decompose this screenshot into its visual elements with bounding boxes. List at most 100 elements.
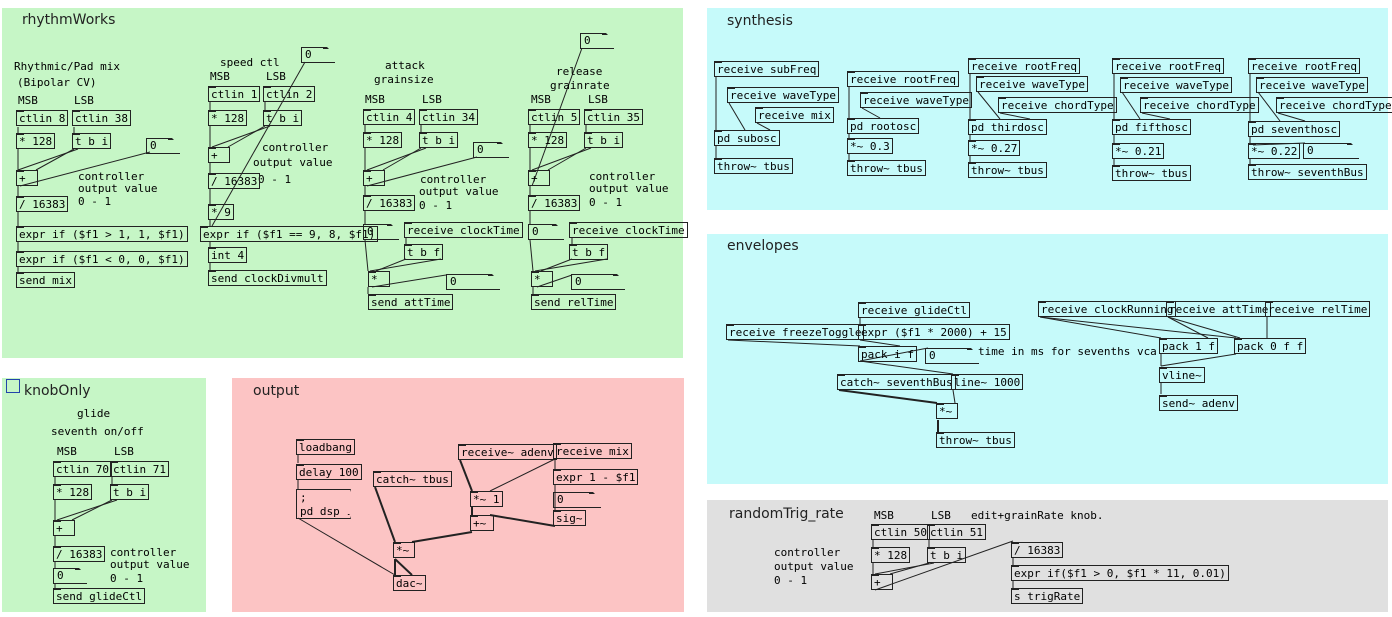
receive-reltime[interactable]: receive relTime	[1265, 301, 1371, 317]
receive-clockrunning[interactable]: receive clockRunning	[1038, 301, 1177, 317]
number-box[interactable]: 0	[571, 274, 625, 290]
pd-subosc[interactable]: pd subosc	[714, 130, 780, 146]
catch-seventhbus[interactable]: catch~ seventhBus	[837, 374, 956, 390]
trigger-bi[interactable]: t b i	[927, 547, 967, 563]
send-trigrate[interactable]: s trigRate	[1011, 588, 1084, 604]
add[interactable]: +	[528, 170, 550, 186]
ctlin-71[interactable]: ctlin 71	[110, 461, 169, 477]
gop-toggle-icon[interactable]	[6, 379, 20, 393]
div-16383[interactable]: / 16383	[363, 195, 416, 211]
receive-wavetype[interactable]: receive waveType	[976, 76, 1088, 92]
throw-tbus[interactable]: throw~ tbus	[847, 160, 926, 176]
div-16383[interactable]: / 16383	[53, 546, 106, 562]
expr-trigrate[interactable]: expr if($f1 > 0, $f1 * 11, 0.01)	[1011, 565, 1229, 581]
trigger-bi[interactable]: t b i	[72, 133, 112, 149]
signal-multiply[interactable]: *~	[936, 403, 958, 419]
trigger-bi[interactable]: t b i	[263, 110, 303, 126]
number-box[interactable]: 0	[925, 348, 979, 364]
line-1000[interactable]: line~ 1000	[951, 374, 1024, 390]
ctlin-51[interactable]: ctlin 51	[927, 524, 986, 540]
multiply[interactable]: *	[531, 271, 553, 287]
message-dsp-on[interactable]: ; pd dsp 1	[296, 489, 351, 519]
loadbang[interactable]: loadbang	[296, 439, 355, 455]
receive-clocktime[interactable]: receive clockTime	[404, 222, 523, 238]
receive-rootfreq[interactable]: receive rootFreq	[1112, 58, 1224, 74]
mul-128[interactable]: * 128	[53, 484, 93, 500]
mul-0-27[interactable]: *~ 0.27	[968, 140, 1021, 156]
add[interactable]: +	[53, 520, 75, 536]
send-glidectl[interactable]: send glideCtl	[53, 588, 146, 604]
signal-mul-1[interactable]: *~ 1	[470, 491, 503, 507]
pack-0ff[interactable]: pack 0 f f	[1234, 338, 1307, 354]
ctlin-38[interactable]: ctlin 38	[72, 110, 131, 126]
trigger-bi[interactable]: t b i	[110, 484, 150, 500]
throw-tbus[interactable]: throw~ tbus	[1112, 165, 1191, 181]
div-16383[interactable]: / 16383	[528, 195, 581, 211]
vline[interactable]: vline~	[1159, 367, 1205, 383]
mul-128[interactable]: * 128	[16, 133, 56, 149]
div-16383[interactable]: / 16383	[208, 173, 261, 189]
ctlin-1[interactable]: ctlin 1	[208, 86, 261, 102]
receive-wavetype[interactable]: receive waveType	[727, 87, 839, 103]
delay-100[interactable]: delay 100	[296, 464, 362, 480]
ctlin-70[interactable]: ctlin 70	[53, 461, 112, 477]
send-reltime[interactable]: send relTime	[531, 294, 617, 310]
send-adenv[interactable]: send~ adenv	[1159, 395, 1238, 411]
int-4[interactable]: int 4	[208, 247, 248, 263]
catch-tbus[interactable]: catch~ tbus	[373, 471, 452, 487]
expr-glide-ms[interactable]: expr ($f1 * 2000) + 15	[858, 324, 1010, 340]
dac[interactable]: dac~	[393, 575, 426, 591]
multiply[interactable]: *	[368, 271, 390, 287]
ctlin-8[interactable]: ctlin 8	[15, 110, 69, 126]
div-16383[interactable]: / 16383	[15, 196, 69, 212]
signal-multiply[interactable]: *~	[393, 542, 415, 558]
pd-seventhosc[interactable]: pd seventhosc	[1248, 121, 1341, 137]
expr-clamp[interactable]: expr if ($f1 == 9, 8, $f1)	[200, 226, 379, 242]
mul-0-21[interactable]: *~ 0.21	[1112, 143, 1165, 159]
throw-tbus[interactable]: throw~ tbus	[968, 162, 1047, 178]
throw-seventhbus[interactable]: throw~ seventhBus	[1248, 164, 1367, 180]
receive-freezetoggle[interactable]: receive freezeToggle	[726, 324, 865, 340]
receive-mix[interactable]: receive mix	[553, 443, 632, 459]
trigger-bi[interactable]: t b i	[419, 132, 459, 148]
toggle-number[interactable]: 0	[1303, 143, 1359, 159]
pd-fifthosc[interactable]: pd fifthosc	[1112, 119, 1191, 135]
receive-chordtype[interactable]: receive chordType	[998, 97, 1117, 113]
ctlin-34[interactable]: ctlin 34	[419, 109, 478, 125]
expr-invert[interactable]: expr 1 - $f1	[553, 469, 639, 485]
receive-rootfreq[interactable]: receive rootFreq	[1248, 58, 1360, 74]
receive-adenv[interactable]: receive~ adenv	[458, 444, 557, 460]
receive-wavetype[interactable]: receive waveType	[1120, 77, 1232, 93]
ctlin-4[interactable]: ctlin 4	[363, 109, 416, 125]
receive-clocktime[interactable]: receive clockTime	[569, 222, 688, 238]
receive-wavetype[interactable]: receive waveType	[860, 92, 972, 108]
throw-tbus[interactable]: throw~ tbus	[714, 158, 793, 174]
receive-wavetype[interactable]: receive waveType	[1256, 77, 1368, 93]
mul-128[interactable]: * 128	[208, 110, 248, 126]
div-16383[interactable]: / 16383	[1011, 542, 1064, 558]
mul-0-3[interactable]: *~ 0.3	[847, 138, 893, 154]
mul-128[interactable]: * 128	[528, 132, 568, 148]
ctlin-35[interactable]: ctlin 35	[584, 109, 643, 125]
send-atttime[interactable]: send attTime	[368, 294, 454, 310]
pack-1f[interactable]: pack 1 f	[1159, 338, 1218, 354]
mul-128[interactable]: * 128	[871, 547, 911, 563]
add[interactable]: +	[16, 170, 38, 186]
ctlin-2[interactable]: ctlin 2	[263, 86, 316, 102]
receive-glidectl[interactable]: receive glideCtl	[858, 302, 970, 318]
add[interactable]: +	[871, 574, 893, 590]
receive-atttime[interactable]: receive attTime	[1166, 301, 1272, 317]
expr-clip-high[interactable]: expr if ($f1 > 1, 1, $f1)	[16, 226, 188, 242]
receive-rootfreq[interactable]: receive rootFreq	[847, 71, 959, 87]
pd-thirdosc[interactable]: pd thirdosc	[968, 119, 1047, 135]
receive-chordtype[interactable]: receive chordType	[1276, 97, 1392, 113]
add[interactable]: +	[363, 170, 385, 186]
mul-9[interactable]: * 9	[208, 204, 234, 220]
trigger-bf[interactable]: t b f	[569, 244, 609, 260]
mul-128[interactable]: * 128	[363, 132, 403, 148]
ctlin-5[interactable]: ctlin 5	[528, 109, 581, 125]
receive-rootfreq[interactable]: receive rootFreq	[968, 58, 1080, 74]
throw-tbus[interactable]: throw~ tbus	[936, 432, 1015, 448]
add[interactable]: +	[208, 147, 230, 163]
send-mix[interactable]: send mix	[16, 272, 75, 288]
